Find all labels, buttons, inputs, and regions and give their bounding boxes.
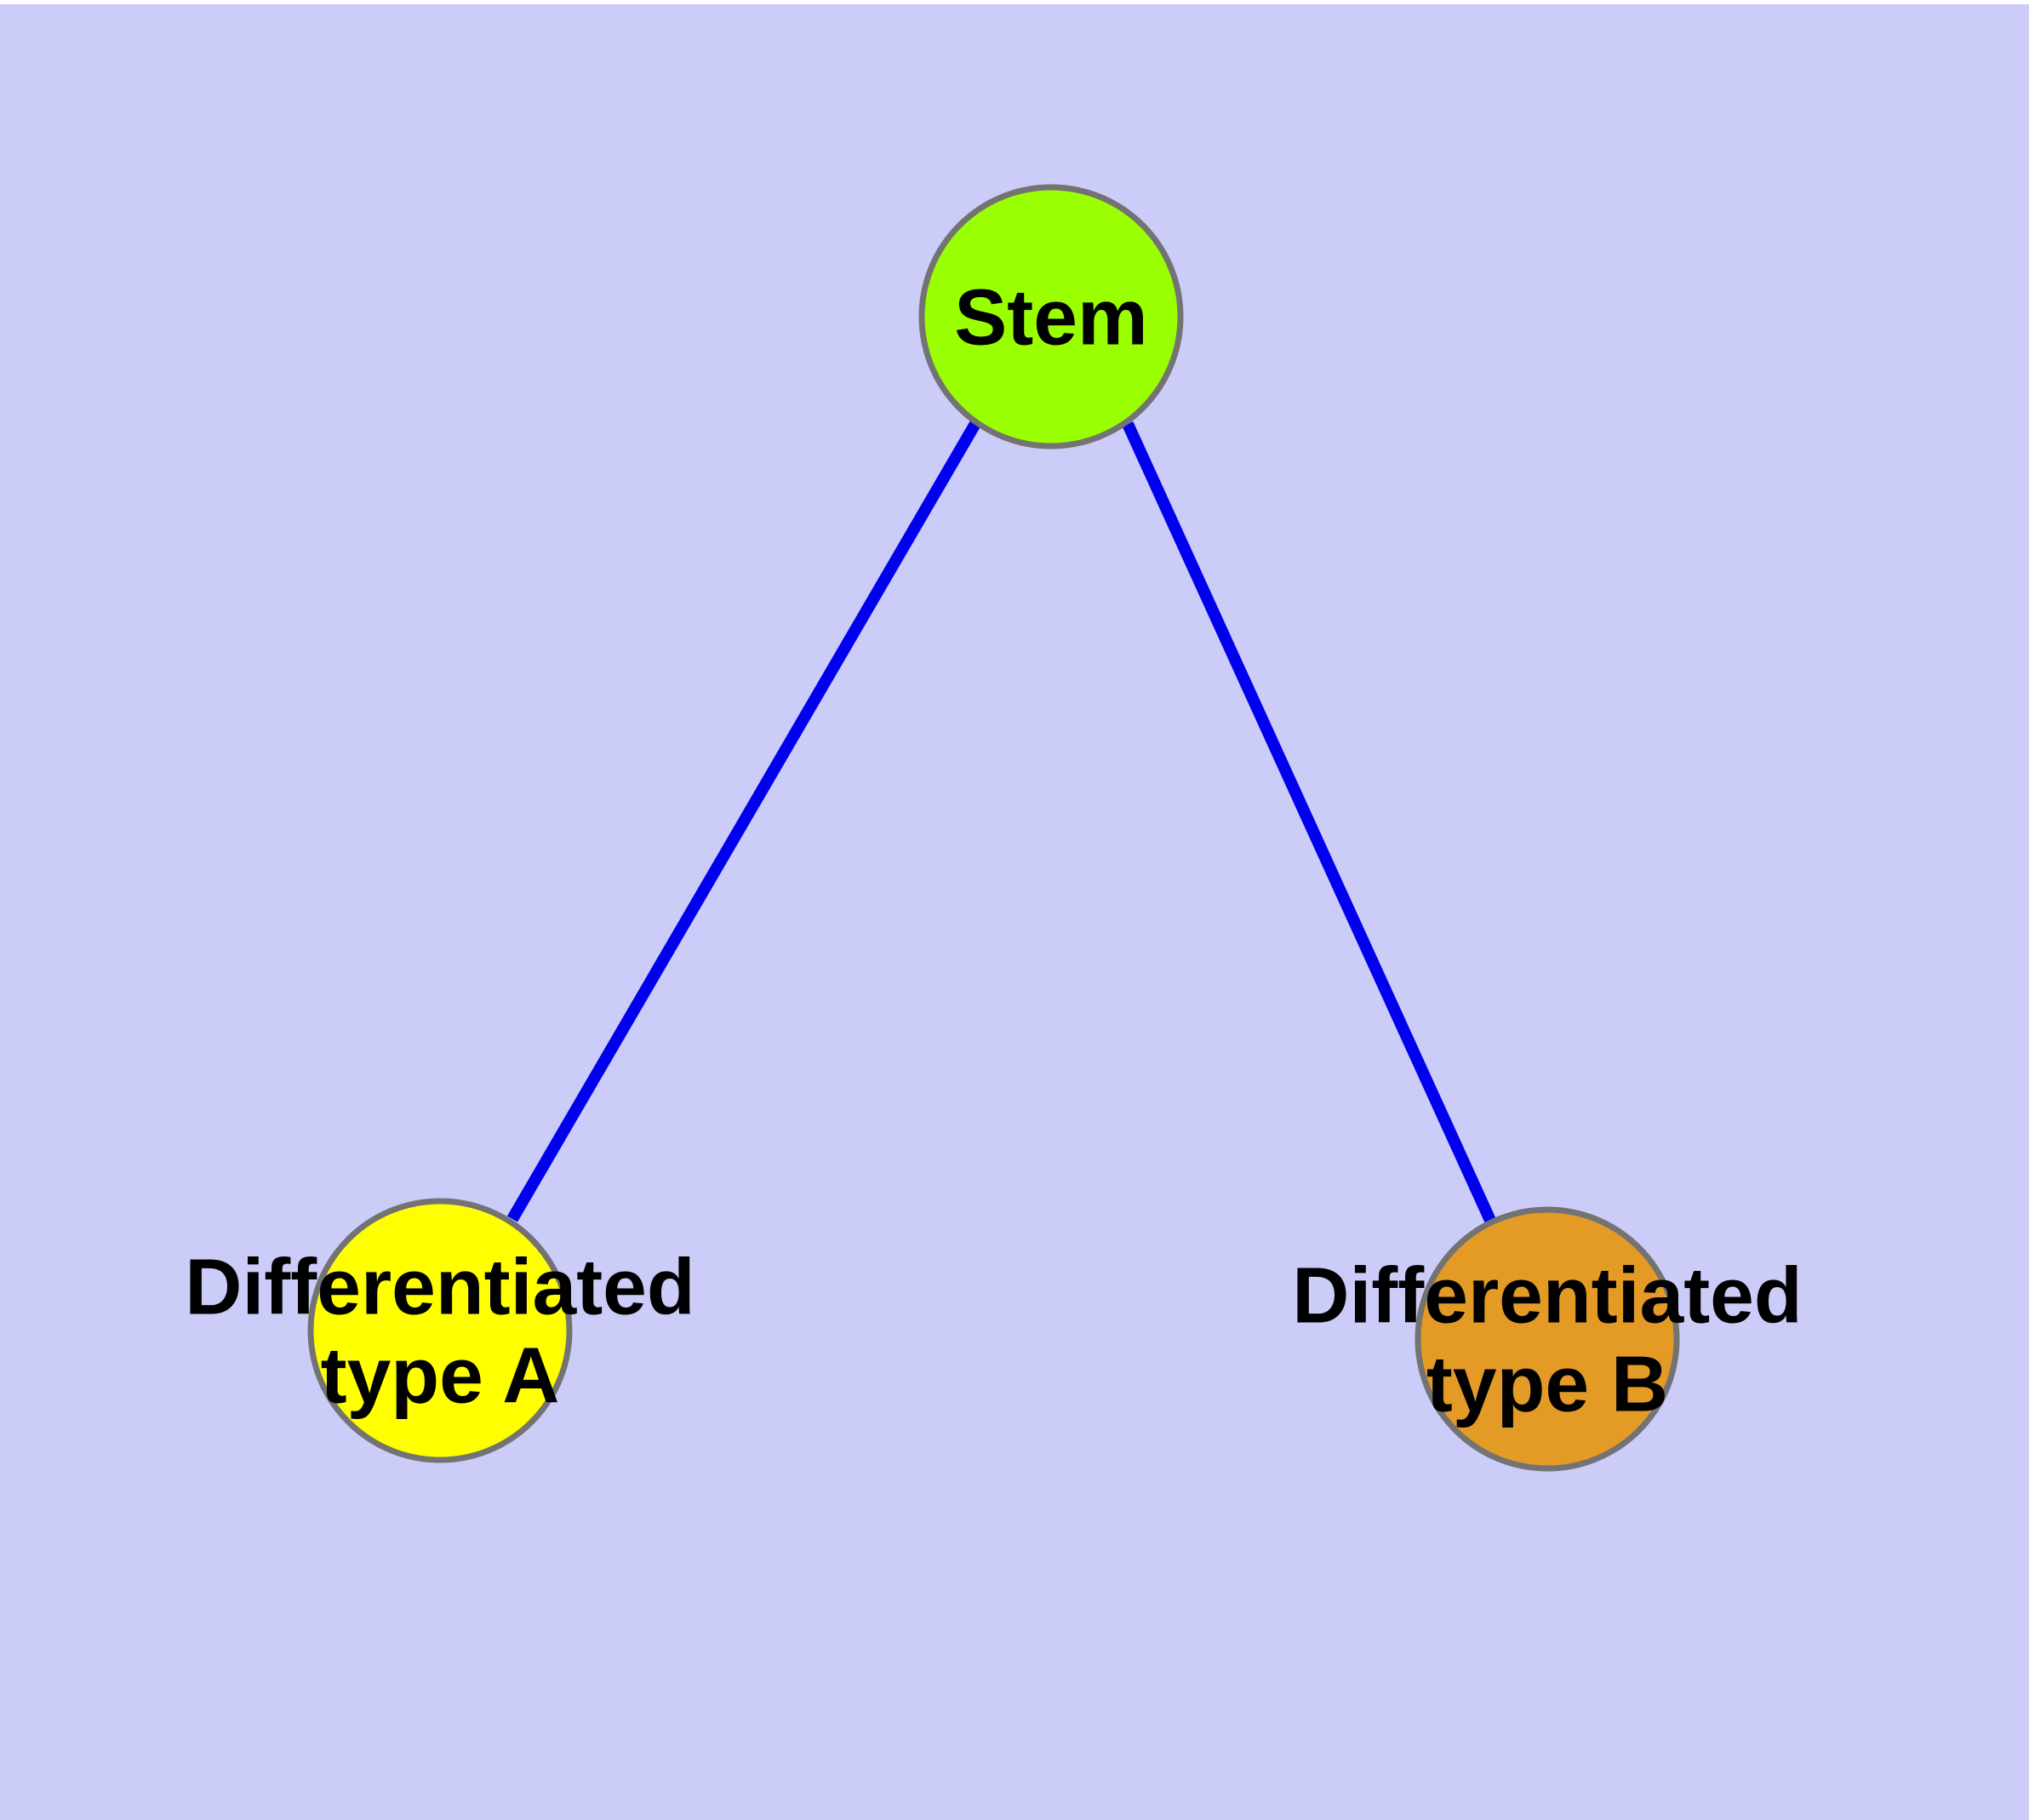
node-stem[interactable]	[918, 184, 1184, 449]
nodes-layer	[307, 184, 1680, 1472]
node-label-line: type A	[321, 1331, 560, 1420]
node-label-line: Stem	[954, 273, 1147, 362]
node-diff-a[interactable]	[307, 1198, 573, 1463]
edges-layer	[506, 419, 1498, 1227]
node-diff-b[interactable]	[1415, 1206, 1680, 1472]
edge-stem-to-diff-b[interactable]	[1122, 421, 1498, 1227]
node-label-line: type B	[1426, 1340, 1668, 1428]
node-label-line: Differentiated	[1292, 1251, 1802, 1340]
edge-stem-to-diff-a[interactable]	[506, 419, 982, 1222]
node-label-stem: Stem	[954, 273, 1147, 362]
top-margin-strip	[0, 0, 2029, 4]
node-label-line: Differentiated	[185, 1243, 694, 1331]
